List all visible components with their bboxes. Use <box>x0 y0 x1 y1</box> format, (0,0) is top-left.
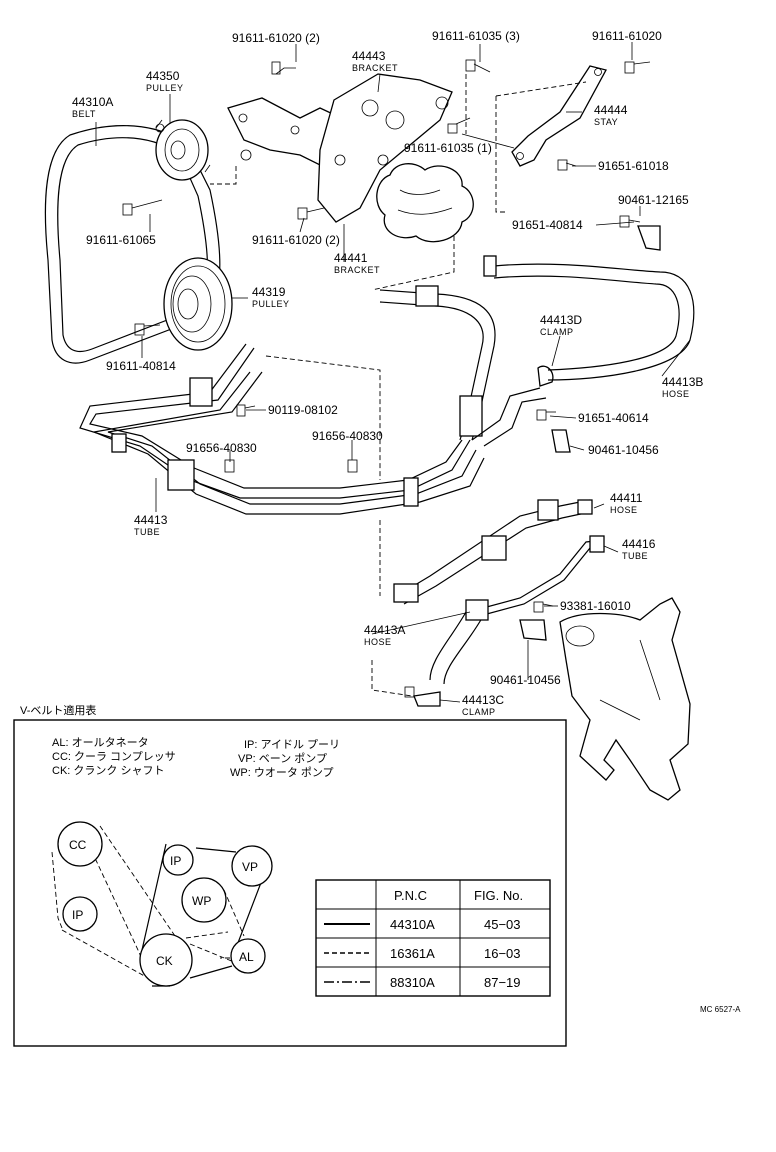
row1-fig: 45−03 <box>484 917 521 932</box>
pulley-ip-top-circle <box>162 844 194 876</box>
callout-44413d-name: CLAMP <box>540 327 574 337</box>
callout-44310a: 44310A <box>72 95 113 109</box>
callout-44441-name: BRACKET <box>334 265 380 275</box>
pulley-ip-top-label: IP <box>170 854 181 868</box>
table-header-pnc: P.N.C <box>394 888 427 903</box>
vbelt-chart-frame <box>13 719 567 1047</box>
callout-93381-16010: 93381-16010 <box>560 599 631 613</box>
pulley-cc-circle <box>57 821 103 867</box>
callout-44443: 44443 <box>352 49 386 63</box>
bolts-drawing <box>122 59 661 707</box>
callout-90461-10456-lower: 90461-10456 <box>490 673 561 687</box>
legend-cc: CC: クーラ コンプレッサ <box>52 750 176 763</box>
callout-44310a-name: BELT <box>72 109 96 119</box>
pulley-ck-label: CK <box>156 954 173 968</box>
callout-91651-40814: 91651-40814 <box>512 218 583 232</box>
vane-pump-drawing <box>376 163 474 243</box>
callout-44443-name: BRACKET <box>352 63 398 73</box>
row2-fig: 16−03 <box>484 946 521 961</box>
callout-44411-name: HOSE <box>610 505 638 515</box>
pulley-wp-label: WP <box>192 894 211 908</box>
callout-91611-61020-topright: 91611-61020 <box>592 29 662 43</box>
pulley-ip-left-label: IP <box>72 908 83 922</box>
leader-lines-drawing <box>210 74 587 697</box>
pnc-table: P.N.C FIG. No. 44310A 45−03 16361A 16−03… <box>315 879 551 997</box>
bracket-44443-drawing <box>227 73 453 223</box>
callout-91611-61020-2-top: 91611-61020 (2) <box>232 31 320 45</box>
row3-pnc: 88310A <box>390 975 435 990</box>
callout-91656-40830-left: 91656-40830 <box>186 441 257 455</box>
part-callouts: 91611-61020 (2) 44443 BRACKET 91611-6103… <box>72 29 703 717</box>
callout-44413b: 44413B <box>662 375 703 389</box>
callout-44444-name: STAY <box>594 117 618 127</box>
callout-91611-40814: 91611-40814 <box>106 359 176 373</box>
belt-route-dashed-al <box>185 889 262 963</box>
callout-44413a: 44413A <box>364 623 405 637</box>
callout-44413b-name: HOSE <box>662 389 690 399</box>
hoses-and-tubes-drawing <box>79 255 695 685</box>
row3-fig: 87−19 <box>484 975 521 990</box>
pulley-al-label: AL <box>239 950 254 964</box>
legend-ck: CK: クランク シャフト <box>52 764 164 777</box>
pulley-44319-drawing <box>163 257 233 351</box>
legend-wp: WP: ウオータ ポンプ <box>230 766 334 779</box>
callout-91651-40614: 91651-40614 <box>578 411 649 425</box>
callout-91611-61065: 91611-61065 <box>86 233 156 247</box>
pulley-cc-label: CC <box>69 838 87 852</box>
legend-al: AL: オールタネータ <box>52 736 149 749</box>
callout-44319: 44319 <box>252 285 286 299</box>
callout-91611-61020-2-mid: 91611-61020 (2) <box>252 233 340 247</box>
legend-vp: VP: ベーン ポンプ <box>238 752 327 765</box>
callout-44350: 44350 <box>146 69 180 83</box>
belt-route-solid <box>141 843 263 987</box>
callout-44413d: 44413D <box>540 313 582 327</box>
row1-pnc: 44310A <box>390 917 435 932</box>
table-header-fig: FIG. No. <box>474 888 523 903</box>
callout-44350-name: PULLEY <box>146 83 184 93</box>
vbelt-chart-title: V-ベルト適用表 <box>20 703 96 717</box>
pulley-ck-circle <box>139 933 193 987</box>
row2-pnc: 16361A <box>390 946 435 961</box>
stay-44444-drawing <box>511 65 607 167</box>
callout-90461-12165: 90461-12165 <box>618 193 689 207</box>
callout-44413a-name: HOSE <box>364 637 392 647</box>
callout-44416: 44416 <box>622 537 656 551</box>
diagram-code: MC 6527-A <box>700 1005 741 1014</box>
callout-91611-61035-1: 91611-61035 (1) <box>404 141 492 155</box>
callout-91611-61035-3: 91611-61035 (3) <box>432 29 520 43</box>
vbelt-application-chart: V-ベルト適用表 AL: オールタネータ CC: クーラ コンプレッサ CK: … <box>13 703 567 1047</box>
pulley-vp-label: VP <box>242 860 258 874</box>
belt-route-dashed <box>51 825 191 979</box>
callout-44416-name: TUBE <box>622 551 648 561</box>
callout-44413-name: TUBE <box>134 527 160 537</box>
pulley-vp-circle <box>231 845 273 887</box>
callout-44319-name: PULLEY <box>252 299 290 309</box>
callout-90119-08102: 90119-08102 <box>268 403 338 417</box>
callout-91656-40830-right: 91656-40830 <box>312 429 383 443</box>
steering-gear-box-drawing <box>559 597 691 801</box>
callout-90461-10456-upper: 90461-10456 <box>588 443 659 457</box>
callout-91651-61018: 91651-61018 <box>598 159 669 173</box>
callout-leaders-drawing <box>95 42 691 703</box>
pulley-wp-circle <box>181 877 227 923</box>
pulley-al-circle <box>230 938 266 974</box>
callout-44444: 44444 <box>594 103 628 117</box>
pulley-44350-drawing <box>155 119 211 181</box>
callout-44441: 44441 <box>334 251 368 265</box>
callout-44413: 44413 <box>134 513 168 527</box>
legend-ip: IP: アイドル プーリ <box>244 738 340 751</box>
pulley-ip-left-circle <box>62 896 98 932</box>
callout-44411: 44411 <box>610 491 643 505</box>
callout-44413c-name: CLAMP <box>462 707 496 717</box>
callout-44413c: 44413C <box>462 693 504 707</box>
